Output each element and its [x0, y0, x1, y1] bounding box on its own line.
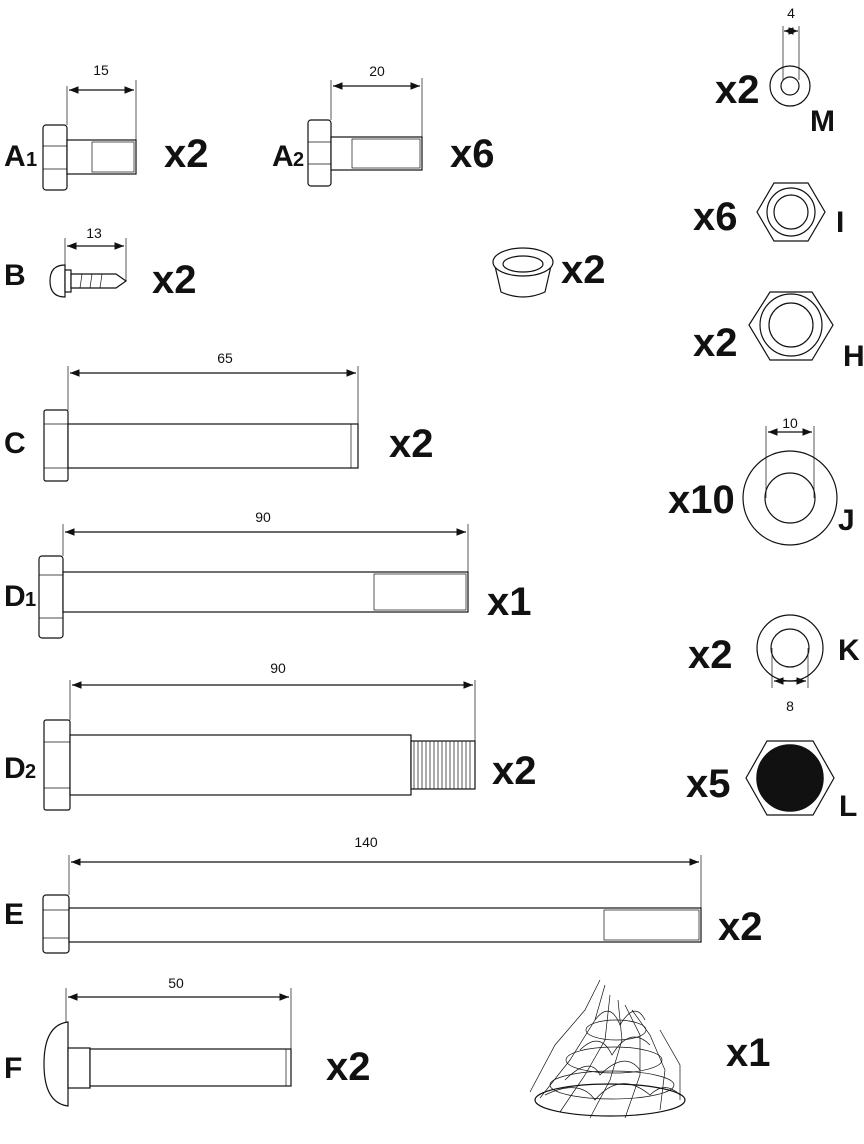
- part-b-quantity: x2: [152, 258, 197, 302]
- nut-h-drawing: [748, 291, 834, 361]
- part-m-label: M: [810, 105, 835, 138]
- part-k-dimension: 8: [786, 698, 794, 714]
- part-i-quantity: x6: [693, 195, 738, 239]
- cap-nut-l-drawing: [745, 740, 835, 816]
- part-b-label: B: [4, 259, 26, 292]
- bolt-d1-drawing: [38, 524, 469, 639]
- part-c: C 65 x2: [4, 350, 434, 482]
- part-l-quantity: x5: [686, 762, 731, 806]
- part-k: x2 8 K: [688, 614, 860, 714]
- part-d2: D 2 90 x2: [4, 660, 537, 811]
- part-d2-subscript: 2: [25, 761, 36, 783]
- part-net: x1: [529, 979, 771, 1119]
- part-d1-label: D: [4, 580, 26, 613]
- bolt-c-drawing: [43, 366, 359, 482]
- part-e-label: E: [4, 898, 24, 931]
- part-l-label: L: [839, 790, 857, 823]
- part-e: E 140 x2: [4, 834, 763, 954]
- part-j-label: J: [838, 504, 855, 537]
- part-m-dimension: 4: [787, 5, 795, 21]
- part-i-label: I: [836, 206, 844, 239]
- part-a2-quantity: x6: [450, 132, 495, 176]
- part-d2-label: D: [4, 752, 26, 785]
- part-a1-dimension: 15: [93, 62, 109, 78]
- part-d2-dimension: 90: [270, 660, 286, 676]
- part-cap: x2: [492, 247, 606, 298]
- part-e-dimension: 140: [354, 834, 378, 850]
- part-k-quantity: x2: [688, 633, 733, 677]
- part-l: x5 L: [686, 740, 857, 823]
- part-c-quantity: x2: [389, 422, 434, 466]
- part-j-quantity: x10: [668, 478, 735, 522]
- part-e-quantity: x2: [718, 905, 763, 949]
- part-a1: A 1 15 x2: [4, 62, 209, 191]
- part-b-dimension: 13: [86, 225, 102, 241]
- part-cap-quantity: x2: [561, 248, 606, 292]
- part-i: x6 I: [693, 182, 844, 242]
- part-a1-subscript: 1: [26, 149, 37, 171]
- part-a1-quantity: x2: [164, 132, 209, 176]
- part-a1-label: A: [4, 140, 26, 173]
- part-d2-quantity: x2: [492, 749, 537, 793]
- part-m-quantity: x2: [715, 68, 760, 112]
- part-d1-subscript: 1: [25, 589, 36, 611]
- part-c-label: C: [4, 427, 26, 460]
- part-j-dimension: 10: [782, 415, 798, 431]
- part-f-label: F: [4, 1052, 22, 1085]
- part-d1-dimension: 90: [255, 509, 271, 525]
- part-f-quantity: x2: [326, 1045, 371, 1089]
- bolt-a1-drawing: [42, 80, 137, 191]
- washer-k-drawing: [756, 614, 824, 688]
- part-k-label: K: [838, 634, 860, 667]
- bolt-a2-drawing: [307, 78, 423, 187]
- part-f: F 50 x2: [4, 975, 371, 1107]
- part-a2-label: A: [272, 140, 294, 173]
- washer-j-drawing: [742, 426, 838, 546]
- part-d1: D 1 90 x1: [4, 509, 532, 639]
- bolt-d2-threads: [410, 740, 476, 790]
- washer-m-drawing: [769, 26, 811, 107]
- part-f-dimension: 50: [168, 975, 184, 991]
- bolt-f-drawing: [43, 988, 292, 1107]
- bolt-d2-drawing: [43, 680, 476, 811]
- part-h-quantity: x2: [693, 321, 738, 365]
- basketball-net-drawing: [529, 979, 686, 1119]
- part-net-quantity: x1: [726, 1031, 771, 1075]
- part-d1-quantity: x1: [487, 580, 532, 624]
- bolt-e-drawing: [42, 855, 702, 954]
- part-j: x10 10 J: [668, 415, 855, 546]
- part-a2-subscript: 2: [293, 149, 304, 171]
- part-b: B 13 x2: [4, 225, 197, 302]
- part-h-label: H: [843, 340, 864, 373]
- part-h: x2 H: [693, 291, 864, 373]
- part-a2-dimension: 20: [369, 63, 385, 79]
- part-a2: A 2 20 x6: [272, 63, 495, 187]
- part-c-dimension: 65: [217, 350, 233, 366]
- part-m: x2 4 M: [715, 5, 835, 138]
- nut-i-drawing: [756, 182, 826, 242]
- screw-b-drawing: [49, 238, 128, 298]
- cap-drawing: [492, 247, 554, 298]
